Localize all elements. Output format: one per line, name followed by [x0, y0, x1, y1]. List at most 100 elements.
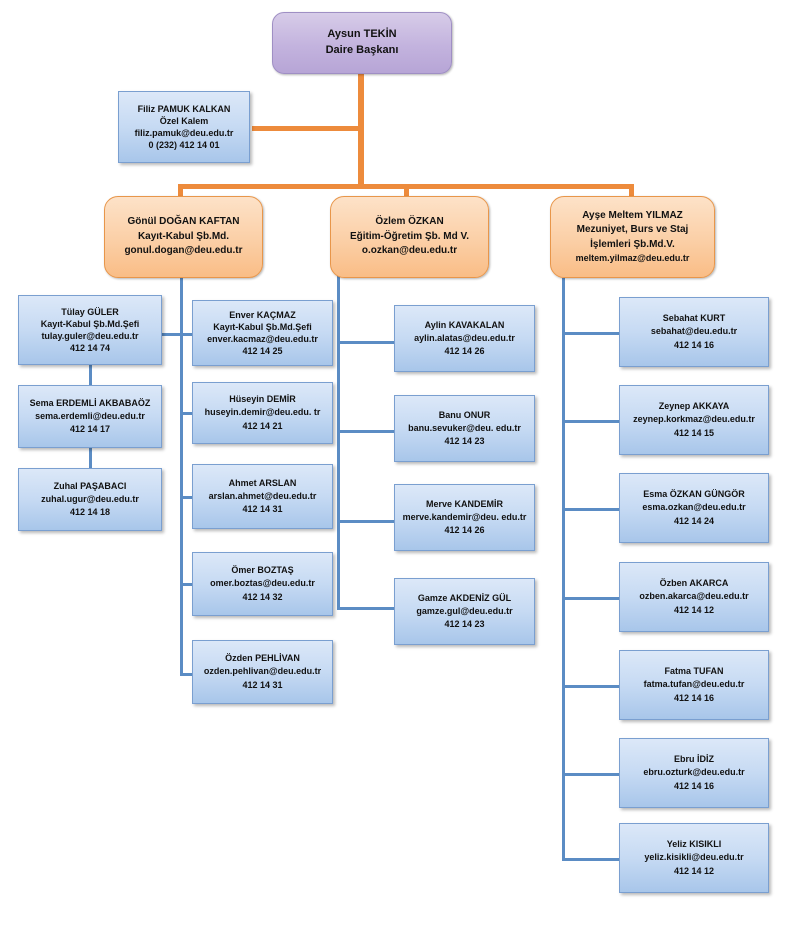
connector-spine-mezuniyet — [562, 278, 565, 860]
assistant-phone: 0 (232) 412 14 01 — [148, 140, 220, 151]
staff-name: Tülay GÜLER — [61, 306, 119, 317]
manager-title: Eğitim-Öğretim Şb. Md V. — [349, 230, 470, 242]
staff-phone: 412 14 16 — [673, 780, 715, 791]
staff-email: enver.kacmaz@deu.edu.tr — [207, 334, 318, 344]
connector-stub-tulay — [160, 333, 182, 336]
staff-email: fatma.tufan@deu.edu.tr — [643, 679, 745, 690]
staff-phone: 412 14 18 — [69, 507, 111, 518]
staff-name: Fatma TUFAN — [664, 666, 724, 677]
node-manager-kayit-kabul[interactable]: Gönül DOĞAN KAFTAN Kayıt-Kabul Şb.Md. go… — [104, 196, 263, 278]
staff-phone: 412 14 12 — [673, 865, 715, 876]
node-staff-omer[interactable]: Ömer BOZTAŞ omer.boztas@deu.edu.tr 412 1… — [192, 552, 333, 616]
node-staff-gamze[interactable]: Gamze AKDENİZ GÜL gamze.gul@deu.edu.tr 4… — [394, 578, 535, 645]
connector-stub-enver — [180, 333, 192, 336]
node-staff-aylin[interactable]: Aylin KAVAKALAN aylin.alatas@deu.edu.tr … — [394, 305, 535, 372]
staff-phone: 412 14 23 — [444, 436, 485, 447]
connector-spine-egitim-ogretim — [337, 276, 340, 609]
connector-assistant — [252, 126, 362, 131]
staff-phone: 412 14 15 — [673, 427, 715, 438]
connector-sema-to-zuhal — [89, 448, 92, 468]
staff-email: merve.kandemir@deu. edu.tr — [402, 511, 527, 522]
staff-phone: 412 14 32 — [242, 591, 283, 602]
staff-email: ozden.pehlivan@deu.edu.tr — [203, 666, 322, 677]
staff-name: Zuhal PAŞABACI — [53, 480, 127, 491]
staff-phone: 412 14 16 — [673, 692, 715, 703]
node-staff-ozden[interactable]: Özden PEHLİVAN ozden.pehlivan@deu.edu.tr… — [192, 640, 333, 704]
connector-stub-ozben — [562, 597, 619, 600]
node-staff-sebahat[interactable]: Sebahat KURT sebahat@deu.edu.tr 412 14 1… — [619, 297, 769, 367]
connector-stub-fatma — [562, 685, 619, 688]
connector-stub-esma — [562, 508, 619, 511]
connector-stub-ahmet — [180, 496, 192, 499]
connector-stub-yeliz — [562, 858, 619, 861]
manager-name: Gönül DOĞAN KAFTAN — [127, 216, 240, 228]
staff-email: esma.ozkan@deu.edu.tr — [642, 502, 746, 513]
node-staff-sema[interactable]: Sema ERDEMLİ AKBABAÖZ sema.erdemli@deu.e… — [18, 385, 162, 448]
staff-email: sema.erdemli@deu.edu.tr — [35, 410, 145, 421]
staff-phone: 412 14 24 — [673, 515, 715, 526]
staff-phone: 412 14 31 — [242, 679, 283, 690]
staff-phone: 412 14 25 — [242, 346, 283, 357]
staff-name: Yeliz KISIKLI — [666, 839, 722, 850]
staff-title: Kayıt-Kabul Şb.Md.Şefi — [40, 318, 140, 329]
node-manager-egitim-ogretim[interactable]: Özlem ÖZKAN Eğitim-Öğretim Şb. Md V. o.o… — [330, 196, 489, 278]
node-manager-mezuniyet[interactable]: Ayşe Meltem YILMAZ Mezuniyet, Burs ve St… — [550, 196, 715, 278]
manager-email: o.ozkan@deu.edu.tr — [361, 245, 458, 257]
staff-title: Kayıt-Kabul Şb.Md.Şefi — [213, 321, 312, 332]
manager-name: Özlem ÖZKAN — [375, 216, 444, 228]
node-staff-tulay[interactable]: Tülay GÜLER Kayıt-Kabul Şb.Md.Şefi tulay… — [18, 295, 162, 365]
root-name: Aysun TEKİN — [327, 28, 397, 41]
node-root[interactable]: Aysun TEKİN Daire Başkanı — [272, 12, 452, 74]
connector-stub-zeynep — [562, 420, 619, 423]
staff-phone: 412 14 26 — [444, 525, 485, 536]
staff-name: Ömer BOZTAŞ — [231, 565, 294, 576]
staff-email: arslan.ahmet@deu.edu.tr — [208, 490, 317, 501]
staff-email: zuhal.ugur@deu.edu.tr — [41, 493, 139, 504]
staff-email: tulay.guler@deu.edu.tr — [41, 331, 139, 341]
node-staff-yeliz[interactable]: Yeliz KISIKLI yeliz.kisikli@deu.edu.tr 4… — [619, 823, 769, 893]
node-staff-ebru[interactable]: Ebru İDİZ ebru.ozturk@deu.edu.tr 412 14 … — [619, 738, 769, 808]
connector-stub-sebahat — [562, 332, 619, 335]
connector-stub-ebru — [562, 773, 619, 776]
staff-phone: 412 14 17 — [69, 424, 111, 435]
node-staff-ozben[interactable]: Özben AKARCA ozben.akarca@deu.edu.tr 412… — [619, 562, 769, 632]
manager-name: Ayşe Meltem YILMAZ — [582, 209, 683, 221]
assistant-title: Özel Kalem — [159, 115, 209, 126]
staff-phone: 412 14 12 — [673, 604, 715, 615]
node-staff-merve[interactable]: Merve KANDEMİR merve.kandemir@deu. edu.t… — [394, 484, 535, 551]
assistant-name: Filiz PAMUK KALKAN — [137, 103, 231, 114]
connector-stub-banu — [337, 430, 394, 433]
connector-spine-kayit-kabul — [180, 276, 183, 676]
staff-phone: 412 14 26 — [444, 346, 485, 357]
connector-stub-aylin — [337, 341, 394, 344]
connector-stub-gamze — [337, 607, 394, 610]
connector-stub-omer — [180, 583, 192, 586]
manager-title: Mezuniyet, Burs ve Staj İşlemleri Şb.Md.… — [576, 224, 689, 250]
staff-name: Ahmet ARSLAN — [228, 477, 297, 488]
node-assistant[interactable]: Filiz PAMUK KALKAN Özel Kalem filiz.pamu… — [118, 91, 250, 163]
staff-phone: 412 14 16 — [673, 339, 715, 350]
staff-name: Hüseyin DEMİR — [229, 394, 296, 405]
staff-email: ebru.ozturk@deu.edu.tr — [643, 767, 745, 778]
connector-stub-merve — [337, 520, 394, 523]
staff-name: Sema ERDEMLİ AKBABAÖZ — [29, 397, 151, 408]
staff-email: yeliz.kisikli@deu.edu.tr — [644, 852, 744, 863]
staff-name: Aylin KAVAKALAN — [424, 319, 505, 330]
connector-manager-2-drop — [404, 184, 409, 198]
node-staff-zuhal[interactable]: Zuhal PAŞABACI zuhal.ugur@deu.edu.tr 412… — [18, 468, 162, 531]
staff-name: Ebru İDİZ — [674, 754, 714, 765]
staff-name: Merve KANDEMİR — [425, 498, 503, 509]
node-staff-huseyin[interactable]: Hüseyin DEMİR huseyin.demir@deu.edu. tr … — [192, 382, 333, 444]
staff-name: Banu ONUR — [438, 409, 491, 420]
node-staff-ahmet[interactable]: Ahmet ARSLAN arslan.ahmet@deu.edu.tr 412… — [192, 464, 333, 529]
node-staff-enver[interactable]: Enver KAÇMAZ Kayıt-Kabul Şb.Md.Şefi enve… — [192, 300, 333, 366]
node-staff-fatma[interactable]: Fatma TUFAN fatma.tufan@deu.edu.tr 412 1… — [619, 650, 769, 720]
staff-email: aylin.alatas@deu.edu.tr — [414, 332, 515, 343]
staff-email: gamze.gul@deu.edu.tr — [416, 605, 513, 616]
staff-email: banu.sevuker@deu. edu.tr — [408, 422, 521, 433]
node-staff-zeynep[interactable]: Zeynep AKKAYA zeynep.korkmaz@deu.edu.tr … — [619, 385, 769, 455]
node-staff-esma[interactable]: Esma ÖZKAN GÜNGÖR esma.ozkan@deu.edu.tr … — [619, 473, 769, 543]
connector-stub-huseyin — [180, 412, 192, 415]
staff-name: Gamze AKDENİZ GÜL — [417, 592, 512, 603]
node-staff-banu[interactable]: Banu ONUR banu.sevuker@deu. edu.tr 412 1… — [394, 395, 535, 462]
